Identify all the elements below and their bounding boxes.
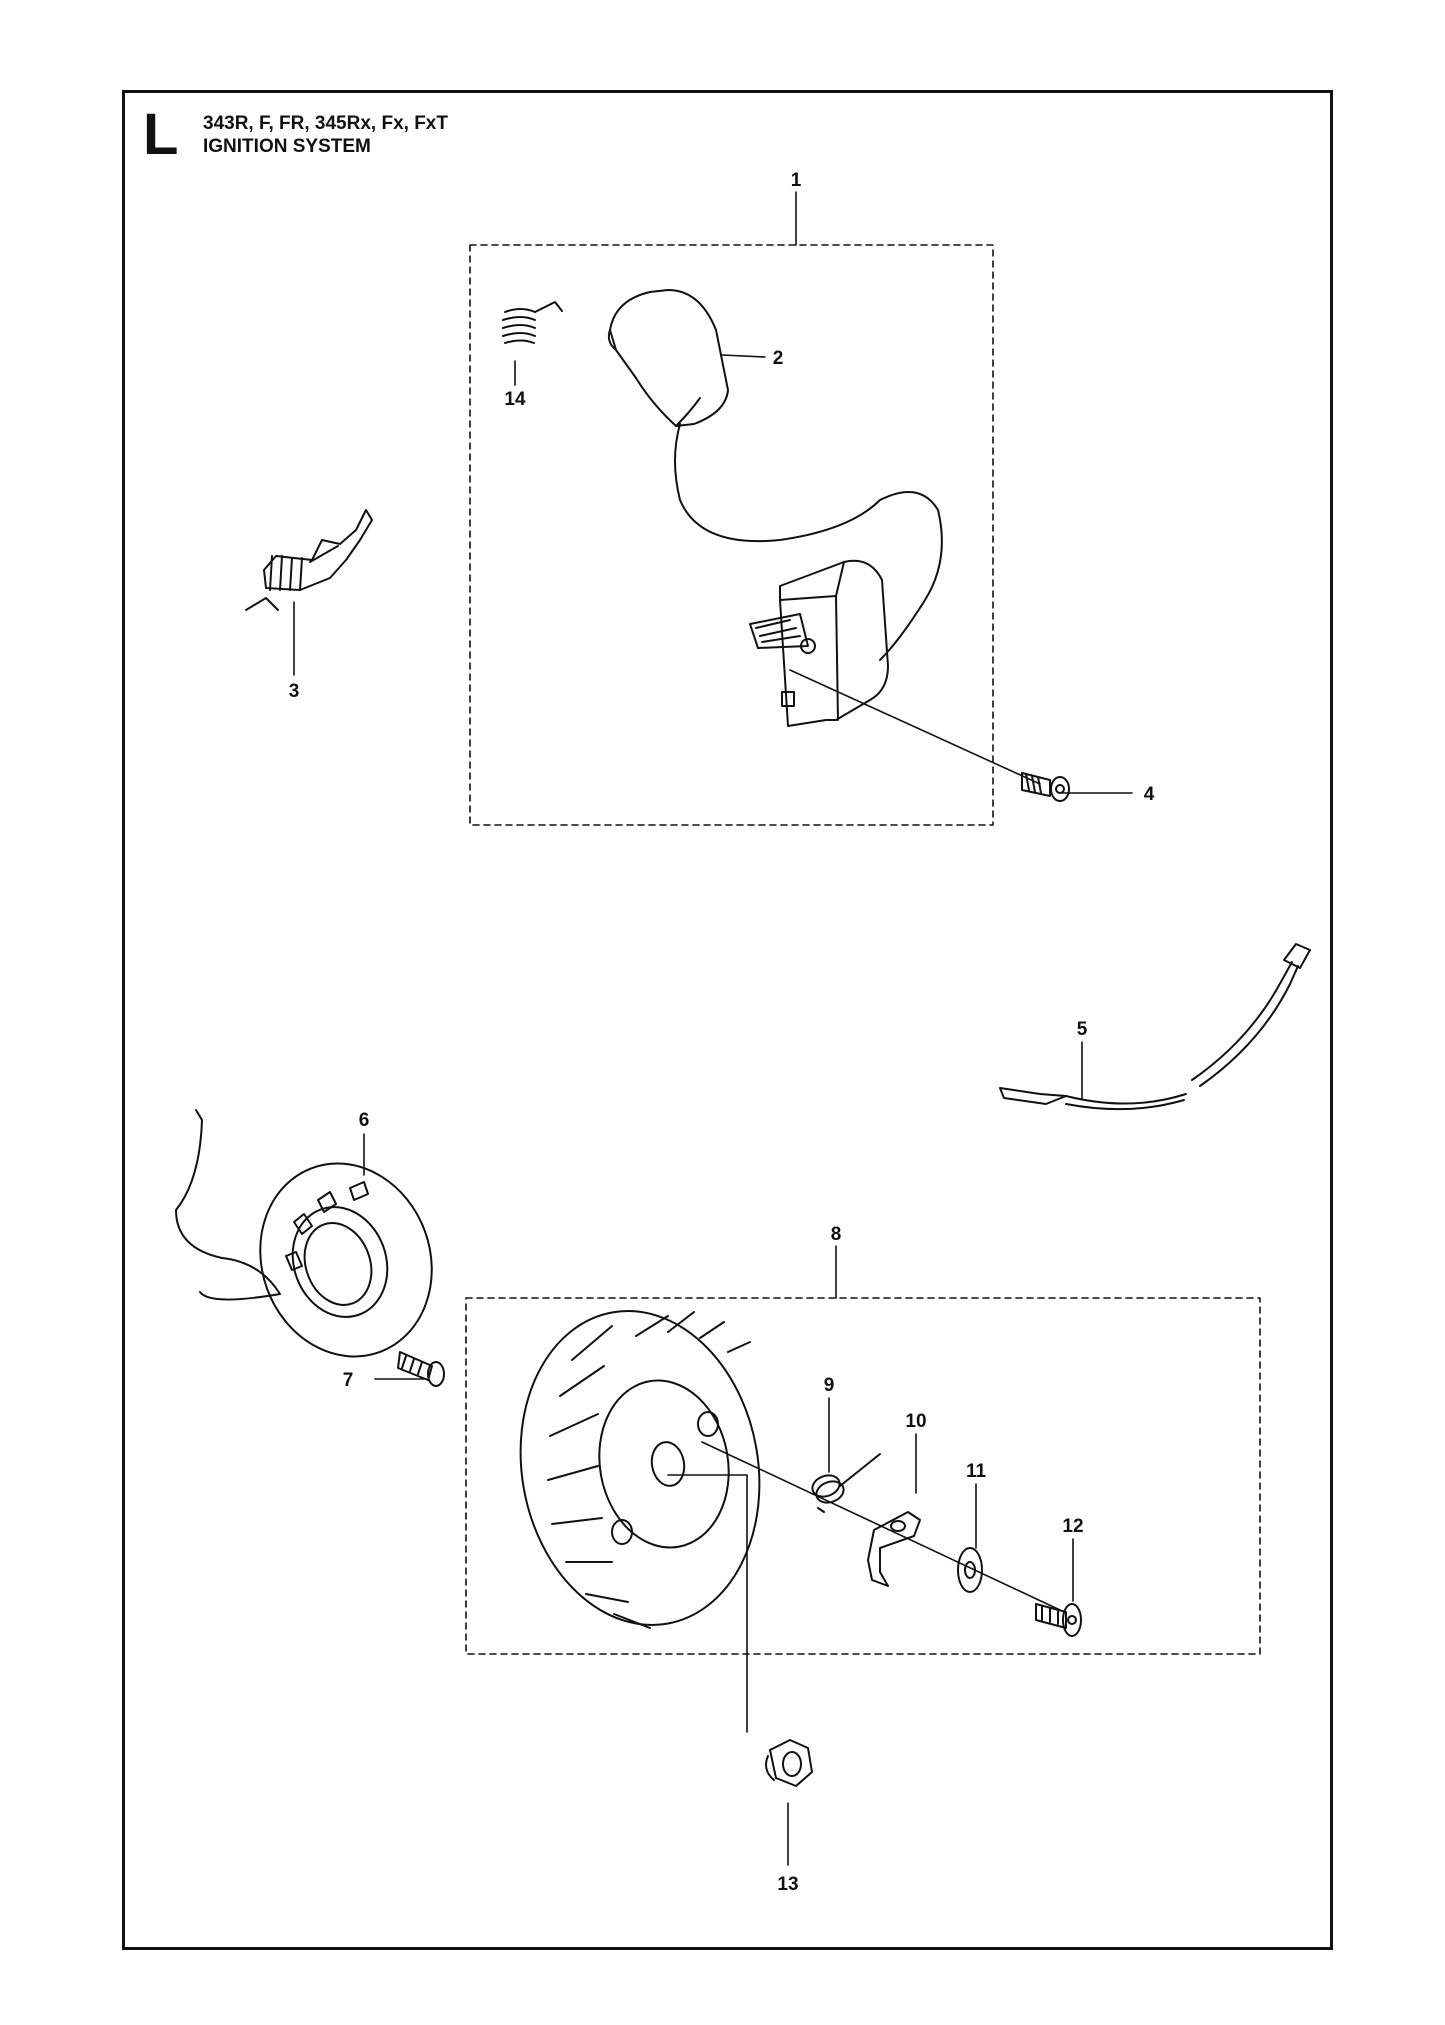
flywheel-nut-part [765,1739,813,1787]
spark-plug-part [245,509,373,611]
pawl-screw-part [1035,1603,1082,1637]
callout-12: 12 [1062,1516,1083,1537]
assembly-box-flywheel [465,1297,1261,1655]
callout-labels: 1 2 3 4 5 6 7 8 9 10 11 12 13 14 [289,170,1155,1895]
callout-9: 9 [824,1375,835,1396]
assembly-box-ignition-module [469,244,994,826]
coil-screw-part [397,1351,445,1387]
ignition-module-part [749,559,889,727]
starter-coil-ring-part [175,1109,433,1358]
callout-4: 4 [1144,784,1155,805]
page-header: 343R, F, FR, 345Rx, Fx, FxT IGNITION SYS… [203,112,448,158]
callout-2: 2 [773,348,784,369]
callout-8: 8 [831,1224,842,1245]
callout-10: 10 [905,1411,926,1432]
callout-7: 7 [343,1370,354,1391]
short-circuit-cable-part [999,943,1311,1111]
callout-14: 14 [504,389,526,410]
model-list: 343R, F, FR, 345Rx, Fx, FxT [203,113,448,134]
callout-5: 5 [1077,1019,1088,1040]
callout-13: 13 [777,1874,798,1895]
callout-1: 1 [791,170,802,191]
callout-3: 3 [289,681,300,702]
page-frame [122,90,1333,1950]
section-letter: L [143,102,179,167]
callout-11: 11 [966,1461,987,1482]
ignition-module-screw-part [1021,772,1070,802]
callout-6: 6 [359,1110,370,1131]
spring-part [811,1453,881,1513]
cap-spring-part [502,301,563,344]
leader-lines [293,191,1133,1866]
page-title: IGNITION SYSTEM [203,136,371,157]
flywheel-part [519,1310,761,1629]
washer-part [957,1547,983,1593]
spark-plug-cap-part [607,289,943,661]
pawl-part [867,1511,921,1587]
